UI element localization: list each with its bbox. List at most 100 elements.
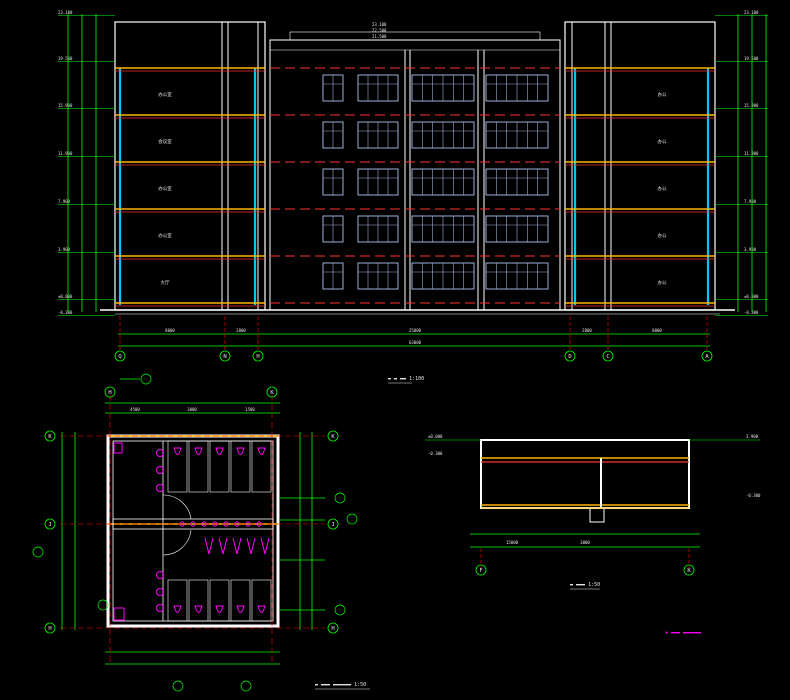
glass-strips <box>118 68 710 305</box>
elevation-top-label-0: 23.100 <box>372 22 387 27</box>
elevation-dim-4: 8000 <box>652 328 662 333</box>
sink-1 <box>156 466 164 474</box>
mop-sink-upper <box>113 442 123 454</box>
room-label-right-1: 办公 <box>658 138 667 145</box>
elevation-axis-H-label: H <box>256 354 259 360</box>
level-label-left-2: 15.900 <box>58 103 73 108</box>
level-label-right-5: 3.900 <box>744 247 757 252</box>
plan-axis-left-K-circle <box>44 430 56 442</box>
plan-dim-top-0: 4500 <box>130 407 140 412</box>
elevation-bottom-dims <box>118 333 710 347</box>
plan-axis-left-H-label: H <box>48 626 51 632</box>
section-dim-0: 15000 <box>506 540 519 545</box>
sink-5 <box>156 604 164 612</box>
elevation-top-label-2: 21.500 <box>372 34 387 39</box>
section-level-0: ±0.000 <box>428 434 443 439</box>
section-caption: ▬ ▬▬▬ 1:50 <box>570 582 600 588</box>
level-label-right-4: 7.900 <box>744 199 757 204</box>
toilet-upper-0 <box>173 447 182 455</box>
plan-axis-top-K-label: K <box>270 390 274 396</box>
urinal-4 <box>260 537 270 555</box>
toilet-lower-0 <box>173 605 182 613</box>
plan-axis-left-H-circle <box>44 622 56 634</box>
plan-axis-left-J-label: J <box>48 522 51 528</box>
right-block-outline <box>564 21 716 311</box>
section-axis-F-label: F <box>479 568 482 574</box>
plan-axis-right-J-circle <box>327 518 339 530</box>
section-level-3: -0.300 <box>746 493 761 498</box>
room-label-left-0: 办公室 <box>158 91 172 98</box>
room-label-right-2: 办公 <box>658 185 667 192</box>
section-axis-K-circle <box>683 564 695 576</box>
toilet-lower-3 <box>236 605 245 613</box>
room-label-left-3: 办公室 <box>158 232 172 239</box>
plan-axis-right-K-label: K <box>331 434 335 440</box>
level-label-left-7: -0.300 <box>58 310 73 315</box>
toilet-upper-4 <box>257 447 266 455</box>
urinal-2 <box>232 537 242 555</box>
plan-axis-right-J-label: J <box>331 522 334 528</box>
room-label-left-1: 会议室 <box>158 138 172 145</box>
level-label-left-0: 23.100 <box>58 10 73 15</box>
plan-axis-lines <box>60 395 325 665</box>
elevation-axis-N-label: N <box>223 354 226 360</box>
stall-lower-3 <box>230 579 251 622</box>
plan-callouts <box>32 373 358 692</box>
elevation-drawing: 23.10019.50015.90011.9007.9003.900±0.000… <box>58 10 768 384</box>
level-label-left-6: ±0.000 <box>58 294 73 299</box>
elevation-floor-lines <box>115 67 715 307</box>
sink-2 <box>156 484 164 492</box>
room-label-left-2: 办公室 <box>158 185 172 192</box>
level-label-right-7: -0.300 <box>744 310 759 315</box>
level-label-left-3: 11.900 <box>58 151 73 156</box>
plan-axis-top-H-label: H <box>108 390 111 396</box>
toilet-upper-2 <box>215 447 224 455</box>
room-label-left-4: 大厅 <box>161 279 170 286</box>
elevation-axis-D-circle <box>564 350 576 362</box>
sink-4 <box>156 588 164 596</box>
stall-upper-3 <box>230 440 251 493</box>
room-label-right-0: 办公 <box>658 91 667 98</box>
elevation-columns <box>221 22 612 310</box>
elevation-caption: ▬ ▬ ▬▬ 1:100 <box>388 376 424 382</box>
stall-upper-4 <box>251 440 272 493</box>
elevation-axis-A-label: A <box>705 354 709 360</box>
plan-caption: ▬ ▬▬▬ ▬▬▬▬▬▬ 1:50 <box>315 682 366 688</box>
elevation-axis-C-circle <box>602 350 614 362</box>
elevation-top-label-1: 22.500 <box>372 28 387 33</box>
level-label-left-4: 7.900 <box>58 199 71 204</box>
elevation-dim-1: 2800 <box>236 328 246 333</box>
plan-axis-right-H-circle <box>327 622 339 634</box>
elevation-axis-D-label: D <box>568 354 571 360</box>
plan-axis-top-H-circle <box>104 386 116 398</box>
room-label-right-4: 办公 <box>658 279 667 286</box>
level-label-right-3: 11.900 <box>744 151 759 156</box>
urinal-1 <box>218 537 228 555</box>
level-label-left-5: 3.900 <box>58 247 71 252</box>
left-block-outline <box>114 21 266 311</box>
elevation-vertical-dims <box>67 14 767 312</box>
roof-cap <box>289 31 541 41</box>
toilet-lower-1 <box>194 605 203 613</box>
note-text-magenta: ▪ ▬▬▬ ▬▬▬▬▬▬ <box>665 630 701 636</box>
plan-axis-top-K-circle <box>266 386 278 398</box>
toilet-stalls <box>167 440 272 622</box>
plan-axis-right-K-circle <box>327 430 339 442</box>
door-arc-lower <box>162 529 192 556</box>
toilet-lower-2 <box>215 605 224 613</box>
toilet-lower-4 <box>257 605 266 613</box>
stall-upper-1 <box>188 440 209 493</box>
level-label-right-2: 15.900 <box>744 103 759 108</box>
room-label-right-3: 办公 <box>658 232 667 239</box>
elevation-axis-A-circle <box>701 350 713 362</box>
section-axis-K-label: K <box>687 568 691 574</box>
